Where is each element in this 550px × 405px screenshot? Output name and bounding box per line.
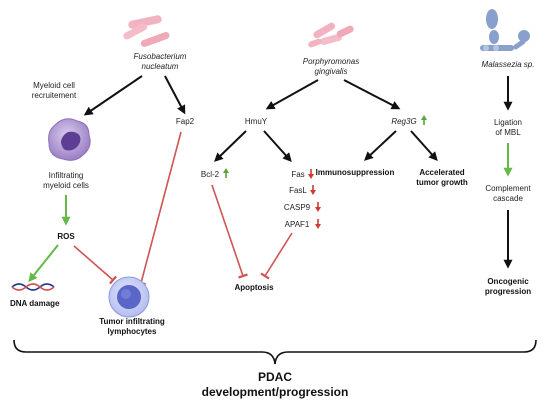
casp9-down-arrow-icon xyxy=(315,202,321,212)
ligation-line2: of MBL xyxy=(495,128,521,137)
bcl2-up-arrow-icon xyxy=(223,168,229,178)
oncogenic-line1: Oncogenic xyxy=(487,277,529,286)
infiltrating-myeloid-line2: myeloid cells xyxy=(43,181,89,190)
arrow-hmuy-to-fas xyxy=(263,130,292,163)
arrow-fuso-to-fap2 xyxy=(164,75,186,115)
fas-down-arrow-icon xyxy=(308,169,314,179)
inhibit-bcl2-to-apoptosis xyxy=(211,184,248,279)
outcome-line1: PDAC xyxy=(258,370,292,384)
arrow-porphy-to-hmuy xyxy=(265,79,319,110)
til-line1: Tumor infiltrating xyxy=(99,317,165,326)
porphy-name-line2: gingivalis xyxy=(315,67,348,76)
til-line2: lymphocytes xyxy=(108,327,157,336)
yeast-cells-icon xyxy=(480,9,530,51)
myeloid-recruit-line1: Myeloid cell xyxy=(33,81,75,90)
ligation-line1: Ligation xyxy=(494,118,522,127)
apoptosis-label: Apoptosis xyxy=(234,283,274,292)
hmuy-label: HmuY xyxy=(245,117,268,126)
inhibit-ros-to-til xyxy=(73,245,118,285)
fasl-label: FasL xyxy=(289,186,307,195)
reg3g-label: Reg3G xyxy=(391,117,416,126)
infiltrating-myeloid-line1: Infiltrating xyxy=(49,171,84,180)
arrow-reg3g-to-immunosuppression xyxy=(364,130,397,161)
dna-helix-icon xyxy=(11,283,55,291)
fuso-name-line1: Fusobacterium xyxy=(134,52,187,61)
lymphocyte-icon xyxy=(108,276,150,318)
rod-bacteria-icon xyxy=(308,22,354,48)
rod-bacteria-icon xyxy=(123,15,170,47)
malassezia-name: Malassezia sp. xyxy=(482,60,535,69)
fasl-down-arrow-icon xyxy=(310,185,316,195)
reg3g-up-arrow-icon xyxy=(421,115,427,125)
arrow-reg3g-to-accelerated xyxy=(410,130,438,162)
apaf1-label: APAF1 xyxy=(285,220,310,229)
inhibit-apaf1-to-apoptosis xyxy=(260,232,293,280)
casp9-label: CASP9 xyxy=(284,203,311,212)
accelerated-line1: Accelerated xyxy=(419,168,464,177)
arrow-porphy-to-reg3g xyxy=(343,79,401,110)
fuso-name-line2: nucleatum xyxy=(142,62,179,71)
inhibit-fap2-to-til xyxy=(136,131,182,286)
arrow-ros-to-dna xyxy=(28,244,59,283)
complement-line2: cascade xyxy=(493,194,523,203)
oncogenic-line2: progression xyxy=(485,287,531,296)
accelerated-line2: tumor growth xyxy=(416,178,468,187)
summary-brace xyxy=(13,339,537,365)
myeloid-recruit-line2: recruitement xyxy=(32,91,77,100)
apaf1-down-arrow-icon xyxy=(315,219,321,229)
arrow-fuso-to-myeloid xyxy=(83,75,143,116)
myeloid-cell-icon xyxy=(48,118,91,161)
outcome-line2: development/progression xyxy=(202,385,349,399)
dna-damage-label: DNA damage xyxy=(10,299,60,308)
ros-label: ROS xyxy=(57,232,75,241)
immunosuppression-label: Immunosuppression xyxy=(316,168,395,177)
bcl2-label: Bcl-2 xyxy=(201,170,220,179)
fap2-label: Fap2 xyxy=(176,117,195,126)
arrow-hmuy-to-bcl2 xyxy=(214,130,247,162)
fas-label: Fas xyxy=(291,170,304,179)
complement-line1: Complement xyxy=(485,184,531,193)
porphy-name-line1: Porphyromonas xyxy=(303,57,359,66)
